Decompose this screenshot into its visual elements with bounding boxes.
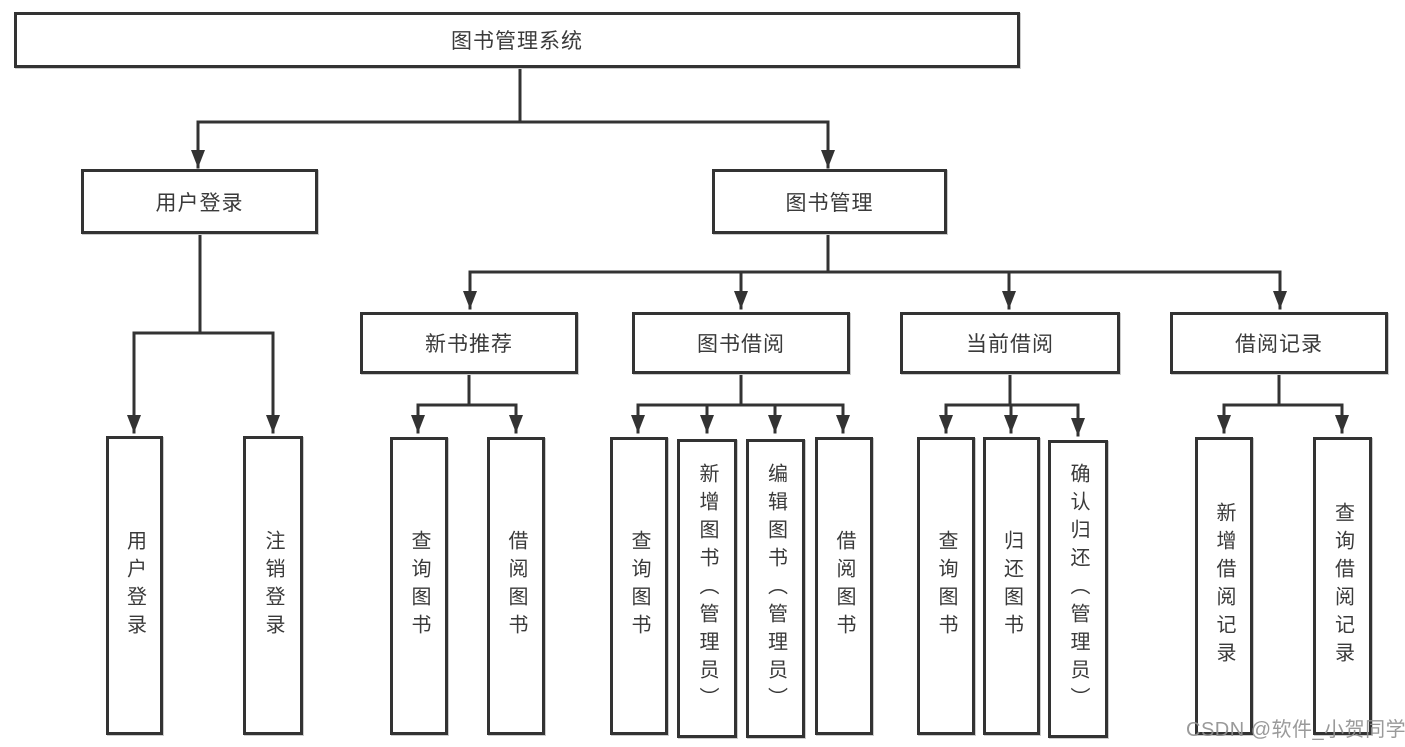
leaf-current-confirm-return-admin: 确认归还（管理员） bbox=[1048, 440, 1108, 738]
leaf-current-return-book: 归还图书 bbox=[983, 437, 1040, 735]
node-root: 图书管理系统 bbox=[14, 12, 1020, 68]
leaf-borrow-borrow-book: 借阅图书 bbox=[815, 437, 873, 735]
leaf-borrow-query-book: 查询图书 bbox=[610, 437, 668, 735]
node-borrow-records: 借阅记录 bbox=[1170, 312, 1388, 374]
node-user-login: 用户登录 bbox=[81, 169, 318, 234]
node-new-book-recommend: 新书推荐 bbox=[360, 312, 578, 374]
leaf-borrow-add-book-admin: 新增图书（管理员） bbox=[677, 439, 737, 738]
leaf-recommend-query-book: 查询图书 bbox=[390, 437, 448, 735]
leaf-current-query-book: 查询图书 bbox=[917, 437, 975, 735]
leaf-records-query-record: 查询借阅记录 bbox=[1313, 437, 1372, 735]
leaf-logout-login: 注销登录 bbox=[243, 436, 303, 735]
node-current-borrow: 当前借阅 bbox=[900, 312, 1120, 374]
leaf-records-add-record: 新增借阅记录 bbox=[1195, 437, 1253, 735]
leaf-user-login: 用户登录 bbox=[106, 436, 163, 735]
node-book-management: 图书管理 bbox=[712, 169, 947, 234]
leaf-recommend-borrow-book: 借阅图书 bbox=[487, 437, 545, 735]
csdn-watermark: CSDN @软件_小贺同学 bbox=[1186, 719, 1405, 741]
leaf-borrow-edit-book-admin: 编辑图书（管理员） bbox=[746, 439, 805, 738]
node-book-borrow: 图书借阅 bbox=[632, 312, 850, 374]
